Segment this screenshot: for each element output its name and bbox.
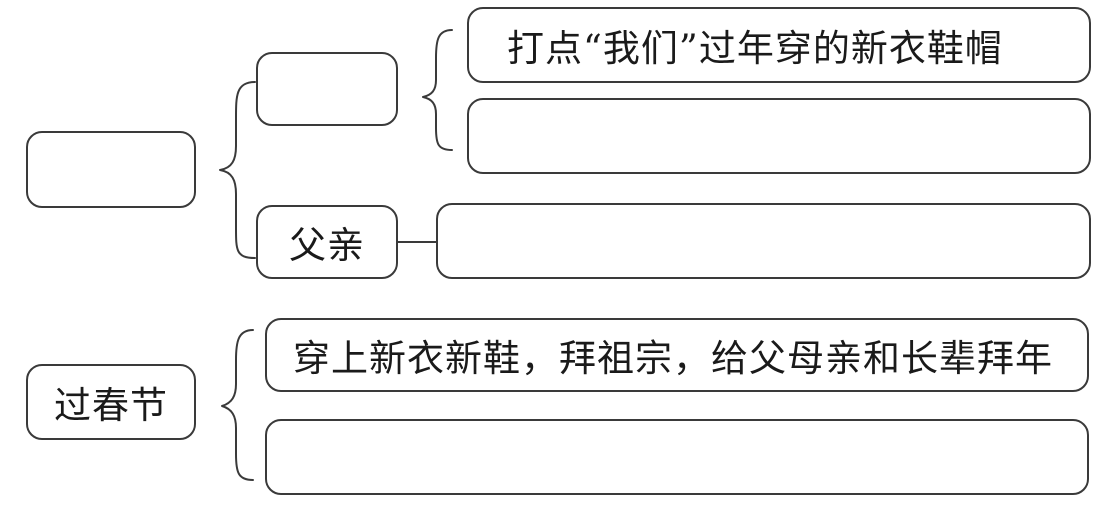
leaf-box-1: 打点“我们”过年穿的新衣鞋帽 xyxy=(467,7,1091,83)
brace-group2 xyxy=(221,329,254,481)
leaf-box-3: 穿上新衣新鞋，拜祖宗，给父母亲和长辈拜年 xyxy=(265,318,1089,392)
root-box-blank xyxy=(26,131,196,208)
leaf-box-2 xyxy=(467,98,1091,174)
brace-branch-blank xyxy=(422,29,453,151)
branch-box-father: 父亲 xyxy=(256,205,398,279)
branch-box-blank xyxy=(256,52,398,126)
leaf-box-4 xyxy=(265,419,1089,495)
leaf-text: 打点“我们”过年穿的新衣鞋帽 xyxy=(507,27,1003,70)
root-label: 过春节 xyxy=(54,384,168,427)
father-label: 父亲 xyxy=(289,224,365,267)
leaf-text: 穿上新衣新鞋，拜祖宗，给父母亲和长辈拜年 xyxy=(293,337,1053,380)
brace-group1 xyxy=(219,81,256,259)
leaf-box-father xyxy=(436,203,1091,279)
root-box-spring-festival: 过春节 xyxy=(26,364,196,440)
